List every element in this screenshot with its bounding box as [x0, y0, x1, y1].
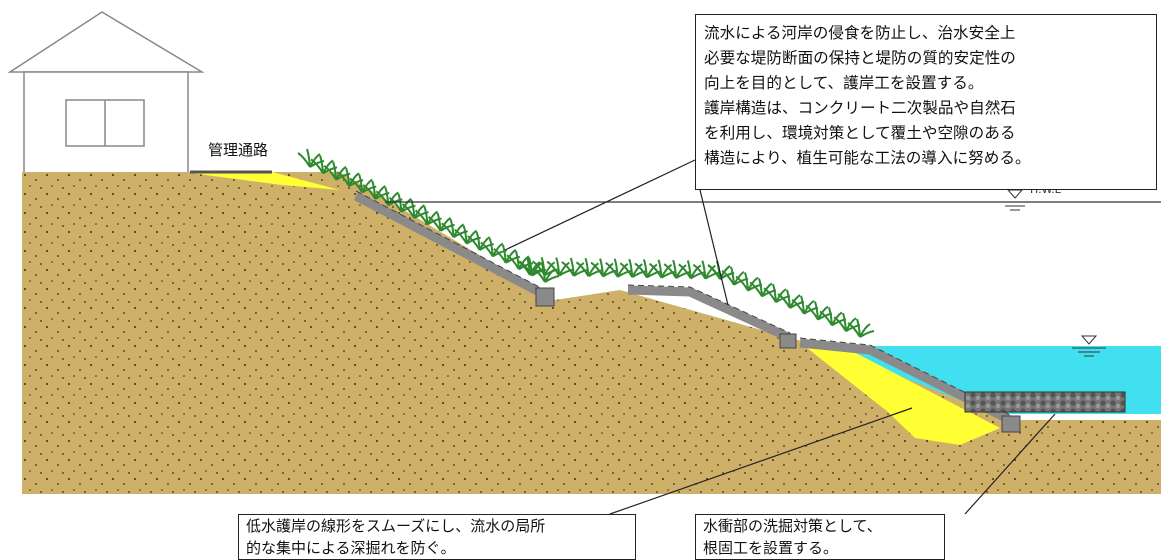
callout-foot-protection: 水衝部の洗掘対策として、根固工を設置する。 [695, 514, 945, 560]
water-level-symbol [1072, 335, 1106, 357]
grass-tuft [721, 266, 749, 286]
grass-tuft [777, 289, 805, 309]
callout-line: 護岸構造は、コンクリート二次製品や自然石 [704, 99, 1016, 117]
leader-line-bottom-left [609, 407, 913, 515]
grass-tuft [634, 259, 662, 279]
grass-tuft [575, 257, 603, 278]
grass-tuft [480, 238, 507, 258]
yellow-fill-road [190, 172, 340, 190]
grass-tuft [805, 301, 833, 321]
callout-line: 水衝部の洗掘対策として、 [703, 517, 882, 535]
grass-tuft [819, 307, 847, 327]
grass-tuft [467, 231, 494, 251]
grass-tuft [336, 167, 364, 188]
grass-tuft [375, 187, 403, 207]
grass-tuft [517, 256, 545, 276]
embankment-soil [22, 172, 1161, 494]
grass-tuft [648, 259, 676, 279]
grass-tuft [791, 295, 819, 315]
revetment-low [799, 338, 1013, 425]
vegetation-grass [297, 148, 875, 338]
grass-tuft [833, 312, 861, 333]
grass-tuft [749, 278, 777, 298]
grass-tuft [519, 257, 547, 277]
grass-tuft [427, 212, 455, 232]
grass-tuft [454, 225, 481, 245]
grass-tuft [310, 155, 338, 175]
leader-line-top-2 [699, 189, 729, 306]
road-label: 管理通路 [208, 141, 268, 159]
grass-tuft [349, 174, 377, 194]
revetment-upper [353, 192, 548, 299]
callout-line: 的な集中による深掘れを防ぐ。 [246, 539, 456, 557]
callout-revetment-purpose: 流水による河岸の侵食を防止し、治水安全上必要な堤防断面の保持と堤防の質的安定性の… [695, 14, 1157, 190]
hwl-symbol [1000, 189, 1030, 211]
revetment-foot-low [1001, 415, 1021, 433]
callout-low-water-revetment: 低水護岸の線形をスムーズにし、流水の局所的な集中による深掘れを防ぐ。 [238, 514, 636, 560]
yellow-fill-low-revetment [802, 344, 1000, 445]
foot-protection-stones [964, 391, 1126, 413]
leader-line-bottom-right [964, 413, 1056, 515]
grass-tuft [388, 193, 416, 213]
callout-line: を利用し、環境対策として覆土や空隙のある [704, 124, 1016, 142]
grass-tuft [362, 180, 390, 200]
grass-tuft [532, 256, 559, 277]
callout-line: 向上を目的として、護岸工を設置する。 [704, 74, 984, 92]
callout-line: 流水による河岸の侵食を防止し、治水安全上 [704, 24, 1016, 42]
grass-tuft [323, 161, 351, 181]
grass-tuft [590, 258, 618, 278]
house [7, 11, 205, 177]
grass-tuft [414, 206, 442, 226]
callout-line: 根固工を設置する。 [703, 539, 839, 557]
grass-tuft [506, 250, 534, 271]
grass-tuft [619, 258, 647, 279]
callout-line: 必要な堤防断面の保持と堤防の質的安定性の [704, 49, 1016, 67]
callout-line: 構造により、植生可能な工法の導入に努める。 [704, 149, 1031, 167]
revetment-middle [627, 285, 792, 343]
leader-line-top-1 [504, 159, 696, 251]
grass-tuft [605, 258, 632, 278]
revetment-foot-upper [535, 287, 555, 307]
grass-tuft [663, 259, 691, 279]
grass-tuft [297, 148, 325, 168]
grass-tuft [678, 260, 705, 280]
grass-tuft [692, 260, 720, 280]
grass-tuft [493, 244, 521, 264]
grass-tuft [561, 257, 589, 277]
grass-tuft [401, 199, 429, 219]
revetment-foot-middle [779, 333, 797, 349]
grass-tuft [847, 318, 875, 338]
callout-line: 低水護岸の線形をスムーズにし、流水の局所 [246, 517, 546, 535]
grass-tuft [763, 283, 791, 304]
grass-tuft [546, 257, 574, 277]
grass-tuft [735, 272, 763, 292]
house-roof [7, 11, 205, 73]
grass-tuft [441, 218, 468, 239]
